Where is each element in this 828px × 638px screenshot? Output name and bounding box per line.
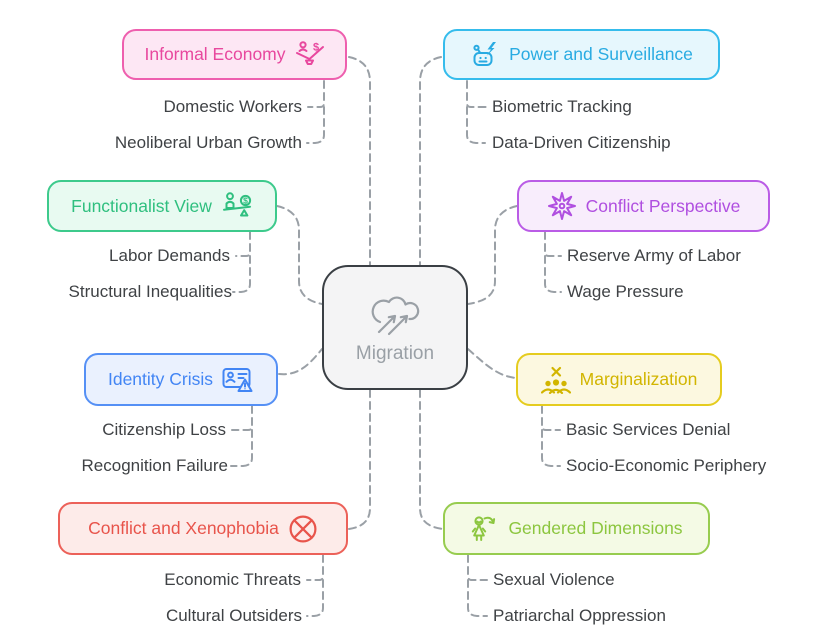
connector-child <box>541 429 561 467</box>
child-recognition-failure[interactable]: Recognition Failure <box>81 456 228 475</box>
connector-central-functionalist <box>276 205 323 305</box>
connector-child <box>544 255 562 293</box>
connector-child <box>306 106 325 144</box>
connector-child <box>544 231 562 257</box>
node-label: Gendered Dimensions <box>508 518 683 538</box>
connector-child <box>306 554 324 581</box>
connector-child <box>466 106 486 144</box>
connector-child <box>230 429 253 467</box>
svg-text:$: $ <box>312 42 318 54</box>
excluded-people-icon <box>540 366 571 394</box>
connector-central-power-surveillance <box>419 56 442 266</box>
central-node-label: Migration <box>355 343 435 364</box>
cloud-migration-icon <box>364 290 426 341</box>
child-domestic-workers[interactable]: Domestic Workers <box>163 97 302 116</box>
circle-x-icon <box>288 514 318 544</box>
node-label: Marginalization <box>579 369 698 389</box>
node-power-and-surveillance[interactable]: Power and Surveillance <box>443 29 720 80</box>
connector-central-gendered <box>419 389 444 530</box>
child-biometric-tracking[interactable]: Biometric Tracking <box>492 97 632 116</box>
connector-central-xenophobia <box>348 389 371 530</box>
child-reserve-army-of-labor[interactable]: Reserve Army of Labor <box>567 246 741 265</box>
connector-child <box>467 554 488 581</box>
node-functionalist-view[interactable]: Functionalist View $ <box>47 180 277 232</box>
person-coin-balance-icon: $ <box>221 192 253 220</box>
robot-lightning-icon <box>470 41 500 69</box>
child-data-driven-citizenship[interactable]: Data-Driven Citizenship <box>492 133 671 152</box>
node-label: Informal Economy <box>144 44 286 64</box>
connector-central-identity-crisis <box>278 348 323 376</box>
node-identity-crisis[interactable]: Identity Crisis <box>84 353 278 406</box>
connector-child <box>467 579 488 617</box>
child-wage-pressure[interactable]: Wage Pressure <box>567 282 684 301</box>
node-gendered-dimensions[interactable]: Gendered Dimensions <box>443 502 710 555</box>
node-label: Identity Crisis <box>107 369 214 389</box>
node-conflict-and-xenophobia[interactable]: Conflict and Xenophobia <box>58 502 348 555</box>
node-label: Functionalist View <box>71 195 212 216</box>
child-citizenship-loss[interactable]: Citizenship Loss <box>102 420 226 439</box>
child-sexual-violence[interactable]: Sexual Violence <box>493 570 615 589</box>
connector-child <box>541 405 561 431</box>
child-structural-inequalities[interactable]: Structural Inequalities <box>68 282 232 301</box>
child-economic-threats[interactable]: Economic Threats <box>164 570 301 589</box>
connector-central-informal-economy <box>348 56 371 266</box>
connector-child <box>235 231 251 257</box>
node-label: Conflict and Xenophobia <box>88 518 279 538</box>
connector-child <box>307 80 325 108</box>
child-basic-services-denial[interactable]: Basic Services Denial <box>566 420 731 439</box>
connector-child <box>306 579 324 617</box>
money-scale-icon: $ <box>295 41 325 68</box>
connector-child <box>231 405 253 431</box>
node-conflict-perspective[interactable]: Conflict Perspective <box>517 180 770 232</box>
node-migration[interactable]: Migration <box>322 265 468 390</box>
node-marginalization[interactable]: Marginalization <box>516 353 722 406</box>
burst-star-icon <box>547 191 577 221</box>
connector-child <box>466 80 487 108</box>
node-label: Power and Surveillance <box>509 44 693 64</box>
node-informal-economy[interactable]: Informal Economy $ <box>122 29 347 80</box>
child-patriarchal-oppression[interactable]: Patriarchal Oppression <box>493 606 666 625</box>
connector-child <box>232 255 251 293</box>
node-label: Conflict Perspective <box>585 195 741 216</box>
child-socio-economic-periphery[interactable]: Socio-Economic Periphery <box>566 456 767 475</box>
child-cultural-outsiders[interactable]: Cultural Outsiders <box>165 606 302 625</box>
connector-central-marginalization <box>467 348 517 379</box>
child-neoliberal-urban-growth[interactable]: Neoliberal Urban Growth <box>114 133 302 152</box>
connector-central-conflict-perspective <box>467 205 518 305</box>
id-card-warning-icon <box>222 366 254 394</box>
child-labor-demands[interactable]: Labor Demands <box>109 246 230 265</box>
svg-text:$: $ <box>243 196 248 206</box>
woman-arrow-icon <box>470 514 499 544</box>
